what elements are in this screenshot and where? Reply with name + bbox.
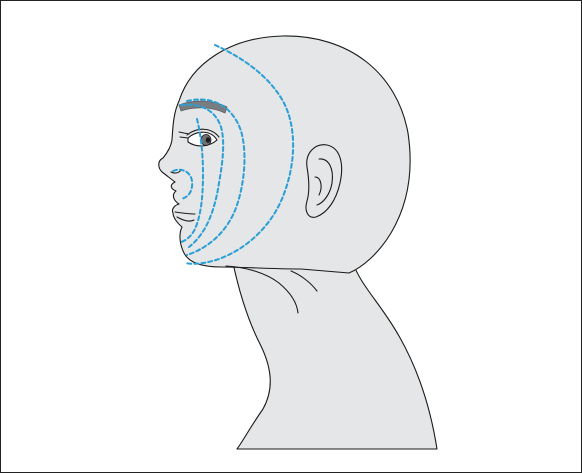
pupil-icon	[206, 137, 210, 143]
neck-and-shoulder	[233, 263, 437, 449]
head-silhouette	[159, 36, 410, 273]
